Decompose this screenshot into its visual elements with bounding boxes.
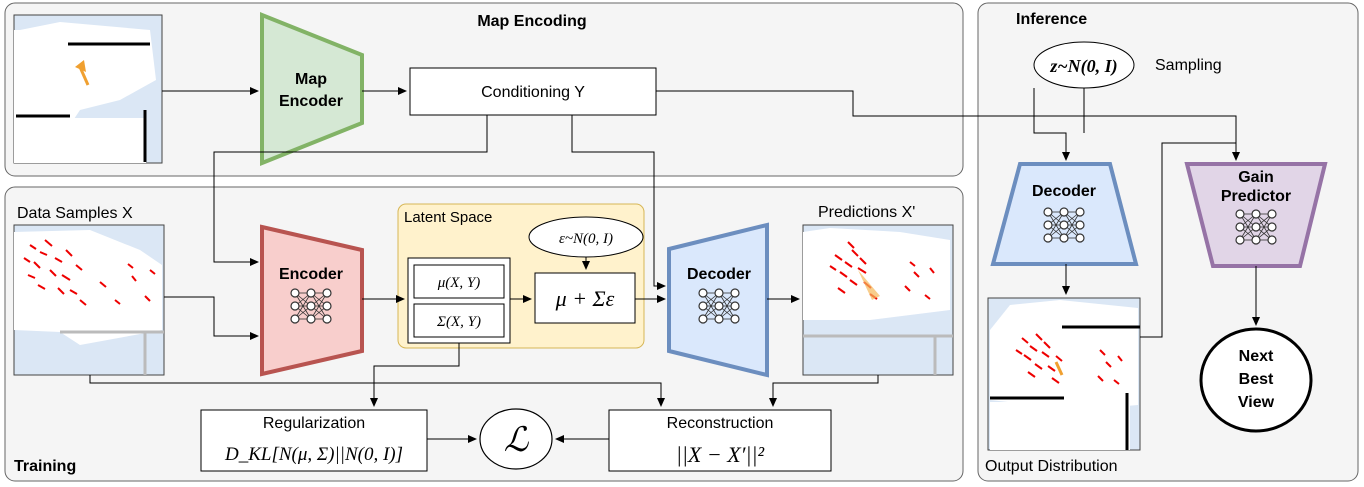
particle-cloud (23, 239, 156, 306)
inference-decoder-block: Decoder (990, 162, 1139, 266)
map-encoding-title: Map Encoding (477, 13, 586, 30)
reconstruction-title: Reconstruction (667, 415, 774, 432)
inference-title: Inference (1016, 11, 1087, 28)
encoder-label: Encoder (279, 266, 343, 283)
epsilon-node: ε~N(0, I) (528, 216, 644, 258)
conditioning-label: Conditioning Y (481, 84, 585, 101)
conditioning-box: Conditioning Y (409, 67, 657, 116)
reparam-label: μ + Σε (555, 286, 615, 311)
predicted-particle-cloud (829, 241, 935, 300)
regularization-box: Regularization D_KL[N(μ, Σ)||N(0, I)] (200, 409, 428, 472)
next-best-view-label-3: View (1238, 394, 1275, 411)
mu-label: μ(X, Y) (437, 275, 481, 291)
next-best-view-label-1: Next (1239, 348, 1274, 365)
encoder-block: Encoder (260, 224, 364, 377)
next-best-view-node: Next Best View (1199, 327, 1313, 433)
gain-predictor-block: Gain Predictor (1184, 162, 1328, 268)
connectors (89, 87, 1260, 443)
reconstruction-formula: ||X − X′||² (676, 442, 765, 467)
encoder-network-icon (290, 288, 332, 324)
regularization-formula: D_KL[N(μ, Σ)||N(0, I)] (224, 444, 403, 465)
epsilon-label: ε~N(0, I) (559, 231, 613, 247)
z-sample-node: z~N(0, I) Sampling (1033, 41, 1222, 89)
decoder-block: Decoder (667, 222, 769, 378)
map-encoder-label-2: Encoder (279, 93, 343, 110)
regularization-title: Regularization (263, 415, 365, 432)
sigma-label: Σ(X, Y) (436, 314, 481, 330)
output-distribution-label: Output Distribution (985, 458, 1118, 475)
training-title: Training (14, 458, 76, 475)
next-best-view-label-2: Best (1239, 371, 1274, 388)
decoder-network-icon (698, 288, 740, 324)
reparam-box: μ + Σε (534, 272, 636, 324)
z-sample-label: z~N(0, I) (1049, 56, 1117, 77)
loss-label: ℒ (504, 422, 530, 459)
sigma-box (413, 303, 505, 338)
map-encoder-block: Map Encoder (260, 12, 364, 166)
loss-node: ℒ (479, 408, 553, 470)
map-image (13, 14, 163, 164)
sampling-label: Sampling (1155, 57, 1222, 74)
data-samples-label: Data Samples X (17, 205, 133, 222)
gain-predictor-label-2: Predictor (1221, 188, 1291, 205)
inference-decoder-label: Decoder (1032, 183, 1096, 200)
latent-space-title: Latent Space (404, 209, 492, 226)
gain-predictor-label-1: Gain (1238, 169, 1274, 186)
mu-box (413, 264, 505, 299)
data-samples-image: Data Samples X (13, 205, 165, 376)
mu-sigma-group: μ(X, Y) Σ(X, Y) (407, 257, 511, 344)
output-particle-cloud (1015, 333, 1123, 385)
inference-decoder-network-icon (1043, 207, 1085, 243)
gain-predictor-network-icon (1235, 209, 1277, 245)
predictions-image: Predictions X' (802, 204, 954, 376)
decoder-label: Decoder (687, 266, 751, 283)
robot-arrow-icon (78, 66, 90, 86)
reconstruction-box: Reconstruction ||X − X′||² (608, 409, 832, 472)
predictions-label: Predictions X' (818, 204, 915, 221)
map-encoder-label-1: Map (295, 71, 327, 88)
output-distribution-image: Output Distribution (985, 297, 1141, 475)
